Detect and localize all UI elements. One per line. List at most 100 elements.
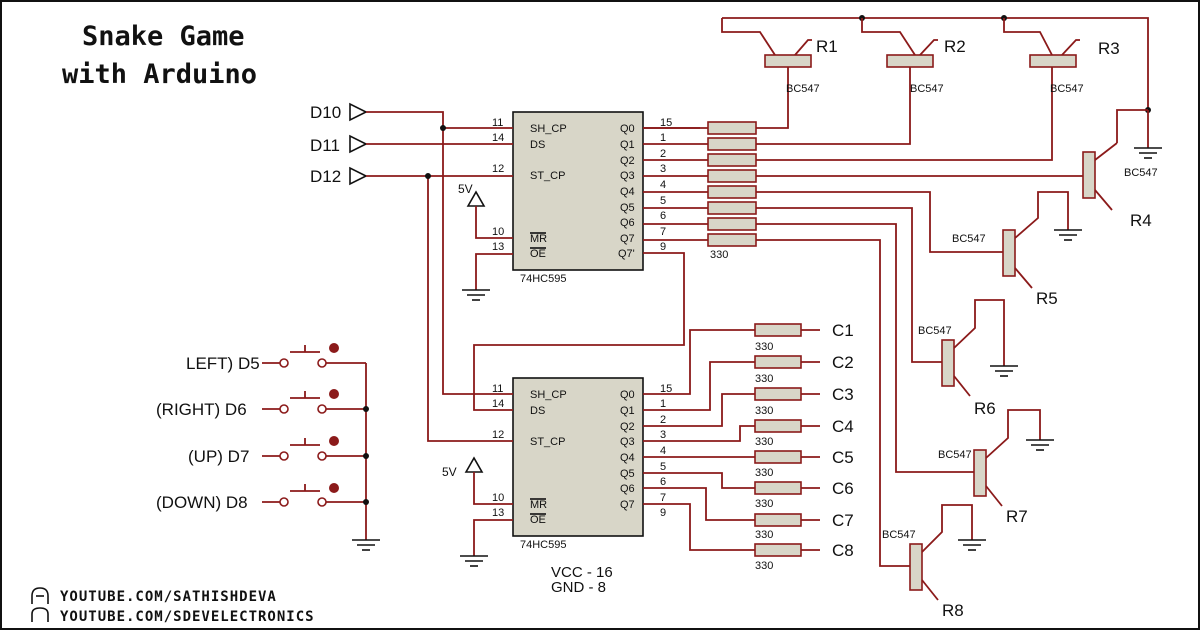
input-wiring — [366, 111, 700, 442]
svg-text:ST_CP: ST_CP — [530, 436, 565, 448]
svg-text:Q6: Q6 — [620, 217, 635, 229]
svg-text:9: 9 — [660, 507, 666, 519]
svg-text:330: 330 — [755, 560, 773, 572]
svg-text:330: 330 — [755, 341, 773, 353]
svg-text:C1: C1 — [832, 321, 854, 340]
svg-text:R6: R6 — [974, 399, 996, 418]
top-rail: BC547 — [722, 15, 1162, 179]
svg-text:MR: MR — [530, 499, 547, 511]
svg-text:Q4: Q4 — [620, 186, 635, 198]
transistor-r3: R3 BC547 — [756, 18, 1120, 161]
svg-text:10: 10 — [492, 226, 504, 238]
svg-text:ST_CP: ST_CP — [530, 170, 565, 182]
transistor-r4: R4 — [756, 142, 1152, 230]
svg-text:SH_CP: SH_CP — [530, 389, 567, 401]
svg-text:10: 10 — [492, 492, 504, 504]
svg-text:R8: R8 — [942, 601, 964, 620]
svg-text:Q4: Q4 — [620, 452, 635, 464]
svg-text:C3: C3 — [832, 385, 854, 404]
svg-text:OE: OE — [530, 248, 546, 260]
svg-text:Q1: Q1 — [620, 139, 635, 151]
svg-text:C2: C2 — [832, 353, 854, 372]
svg-text:D12: D12 — [310, 167, 341, 186]
svg-text:D11: D11 — [310, 136, 340, 155]
column-resistors: 330 330 330 330 330 330 330 330 C1 C2 C3… — [643, 321, 854, 572]
transistor-r8: BC547 R8 — [756, 239, 986, 620]
svg-text:2: 2 — [660, 414, 666, 426]
svg-text:LEFT) D5: LEFT) D5 — [186, 354, 260, 373]
svg-text:SH_CP: SH_CP — [530, 123, 567, 135]
svg-text:DS: DS — [530, 139, 545, 151]
title-line-2: with Arduino — [62, 59, 257, 90]
svg-text:7: 7 — [660, 226, 666, 238]
svg-text:R3: R3 — [1098, 39, 1120, 58]
svg-text:Q3: Q3 — [620, 436, 635, 448]
push-buttons: LEFT) D5 (RIGHT) D6 (UP) D7 (DOWN) D8 — [156, 343, 380, 551]
svg-text:6: 6 — [660, 476, 666, 488]
svg-text:Q0: Q0 — [620, 123, 635, 135]
svg-text:4: 4 — [660, 179, 666, 191]
svg-text:5: 5 — [660, 195, 666, 207]
transistor-r6: BC547 R6 — [756, 207, 1018, 418]
svg-text:R7: R7 — [1006, 507, 1028, 526]
svg-text:Q2: Q2 — [620, 421, 635, 433]
svg-text:BC547: BC547 — [1124, 167, 1158, 179]
ic1-power-pins: 5V — [458, 182, 513, 301]
svg-text:BC547: BC547 — [938, 449, 972, 461]
svg-text:Q1: Q1 — [620, 405, 635, 417]
svg-text:330: 330 — [755, 405, 773, 417]
svg-text:C6: C6 — [832, 479, 854, 498]
svg-text:15: 15 — [660, 117, 672, 129]
svg-text:9: 9 — [660, 241, 666, 253]
svg-text:C5: C5 — [832, 448, 854, 467]
svg-text:C7: C7 — [832, 511, 854, 530]
svg-text:5V: 5V — [442, 465, 457, 479]
svg-text:7: 7 — [660, 492, 666, 504]
svg-text:11: 11 — [492, 383, 503, 395]
svg-text:C4: C4 — [832, 417, 854, 436]
svg-text:R5: R5 — [1036, 289, 1058, 308]
svg-text:R4: R4 — [1130, 211, 1152, 230]
svg-text:330: 330 — [755, 498, 773, 510]
svg-text:5V: 5V — [458, 182, 473, 196]
svg-text:OE: OE — [530, 514, 546, 526]
svg-text:C8: C8 — [832, 541, 854, 560]
svg-text:BC547: BC547 — [910, 83, 944, 95]
svg-text:R2: R2 — [944, 37, 966, 56]
svg-text:3: 3 — [660, 429, 666, 441]
svg-text:12: 12 — [492, 163, 504, 175]
svg-text:330: 330 — [755, 467, 773, 479]
svg-text:5: 5 — [660, 461, 666, 473]
svg-text:BC547: BC547 — [786, 83, 820, 95]
svg-text:MR: MR — [530, 233, 547, 245]
svg-text:12: 12 — [492, 429, 504, 441]
svg-text:11: 11 — [492, 117, 503, 129]
input-terminals: D10 D11 D12 — [310, 102, 368, 186]
svg-text:BC547: BC547 — [1050, 83, 1084, 95]
svg-text:14: 14 — [492, 132, 504, 144]
svg-text:D10: D10 — [310, 103, 341, 122]
svg-text:(RIGHT) D6: (RIGHT) D6 — [156, 400, 247, 419]
svg-text:330: 330 — [710, 249, 728, 261]
svg-text:330: 330 — [755, 436, 773, 448]
svg-text:Q6: Q6 — [620, 483, 635, 495]
transistor-r5: BC547 R5 — [756, 191, 1082, 308]
ic1-74hc595: 74HC595 SH_CP DS ST_CP MR OE 11 14 12 10… — [492, 111, 672, 285]
svg-text:Q7: Q7 — [620, 233, 635, 245]
svg-text:1: 1 — [660, 132, 666, 144]
svg-text:BC547: BC547 — [918, 325, 952, 337]
ic2-74hc595: 74HC595 SH_CP DS ST_CP MR OE 11 14 12 10… — [492, 377, 672, 551]
svg-text:Q7: Q7 — [620, 499, 635, 511]
vcc-note: VCC - 16 — [551, 564, 613, 581]
svg-text:(DOWN) D8: (DOWN) D8 — [156, 493, 248, 512]
transistor-r7: BC547 R7 — [756, 223, 1054, 526]
svg-text:BC547: BC547 — [882, 529, 916, 541]
transistor-r2: R2 BC547 — [756, 18, 966, 145]
svg-text:330: 330 — [755, 373, 773, 385]
credit-line-1: YOUTUBE.COM/SATHISHDEVA — [60, 589, 277, 605]
svg-text:4: 4 — [660, 445, 666, 457]
svg-text:Q5: Q5 — [620, 202, 635, 214]
svg-text:13: 13 — [492, 507, 504, 519]
